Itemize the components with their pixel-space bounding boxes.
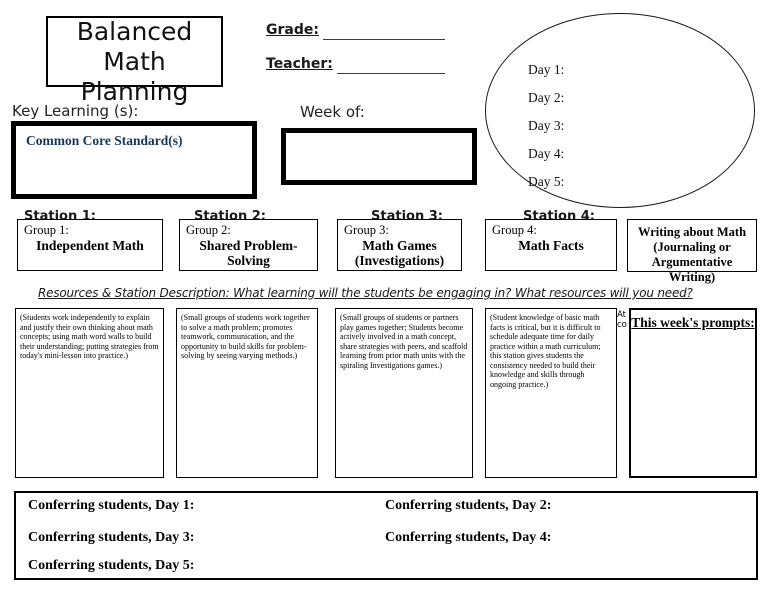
resources-heading: Resources & Station Description: What le… — [38, 286, 693, 300]
key-learning-input-box[interactable]: Common Core Standard(s) — [11, 121, 257, 199]
week-of-label: Week of: — [300, 103, 365, 121]
grade-blank-line[interactable] — [323, 24, 445, 40]
group-1-box: Group 1: Independent Math — [17, 219, 163, 271]
title-box — [46, 16, 223, 87]
station-2-label-clipped: Station 2: — [194, 209, 266, 219]
station-2-description-box[interactable]: (Small groups of students work together … — [176, 308, 318, 478]
station-1-description-box[interactable]: (Students work independently to explain … — [15, 308, 164, 478]
day-1-label: Day 1: — [528, 62, 565, 77]
station-2-description: (Small groups of students work together … — [181, 313, 310, 360]
station-3-description: (Small groups of students or partners pl… — [340, 313, 468, 370]
station-4-label-clipped: Station 4: — [523, 209, 595, 219]
title-line-1: Balanced — [76, 17, 193, 46]
group-2-name: Shared Problem-Solving — [199, 238, 298, 268]
title-line-2: Math — [103, 47, 166, 76]
group-4-box: Group 4: Math Facts — [485, 219, 617, 271]
day-5-label: Day 5: — [528, 174, 565, 189]
group-4-label: Group 4: — [492, 223, 537, 237]
day-2-label: Day 2: — [528, 90, 565, 105]
common-core-standards-label: Common Core Standard(s) — [26, 133, 183, 148]
conferring-day-2: Conferring students, Day 2: — [385, 498, 552, 513]
writing-line-1: Writing about Math — [637, 225, 747, 239]
group-1-label: Group 1: — [24, 223, 69, 237]
conferring-day-1: Conferring students, Day 1: — [28, 498, 195, 513]
day-3-label: Day 3: — [528, 118, 565, 133]
writing-line-3: Argumentative Writing) — [651, 255, 733, 284]
station-1-description: (Students work independently to explain … — [20, 313, 159, 360]
title-line-3: Planning — [80, 77, 189, 106]
group-3-name: Math Games (Investigations) — [354, 238, 445, 268]
group-3-box: Group 3: Math Games (Investigations) — [337, 219, 462, 271]
conferring-day-5: Conferring students, Day 5: — [28, 558, 195, 573]
teacher-blank-line[interactable] — [337, 58, 445, 74]
station-3-label-clipped: Station 3: — [371, 209, 443, 219]
station-4-description: (Student knowledge of basic math facts i… — [490, 313, 601, 389]
weekly-prompts-box[interactable]: This week's prompts: — [629, 308, 757, 478]
station-3-description-box[interactable]: (Small groups of students or partners pl… — [335, 308, 473, 478]
weekly-prompts-heading: This week's prompts: — [631, 315, 755, 330]
key-learning-label: Key Learning (s): — [12, 102, 139, 120]
week-of-input-box[interactable] — [281, 128, 477, 185]
page-title: Balanced Math Planning — [46, 17, 223, 107]
station-1-label-clipped: Station 1: — [24, 209, 96, 219]
conferring-day-3: Conferring students, Day 3: — [28, 530, 195, 545]
teacher-label: Teacher: — [266, 56, 333, 72]
station-4-description-box[interactable]: (Student knowledge of basic math facts i… — [485, 308, 617, 478]
conferring-students-box[interactable] — [14, 491, 758, 580]
day-4-label: Day 4: — [528, 146, 565, 161]
grade-label: Grade: — [266, 22, 319, 38]
conferring-day-4: Conferring students, Day 4: — [385, 530, 552, 545]
group-2-label: Group 2: — [186, 223, 231, 237]
writing-about-math-box: Writing about Math (Journaling or Argume… — [627, 219, 757, 284]
group-3-label: Group 3: — [344, 223, 389, 237]
writing-line-2: (Journaling or — [653, 240, 731, 254]
group-2-box: Group 2: Shared Problem-Solving — [179, 219, 318, 271]
group-1-name: Independent Math — [36, 238, 144, 253]
days-ellipse[interactable] — [485, 13, 755, 208]
clipped-text-fragment: At co — [617, 310, 627, 330]
group-4-name: Math Facts — [518, 238, 584, 253]
